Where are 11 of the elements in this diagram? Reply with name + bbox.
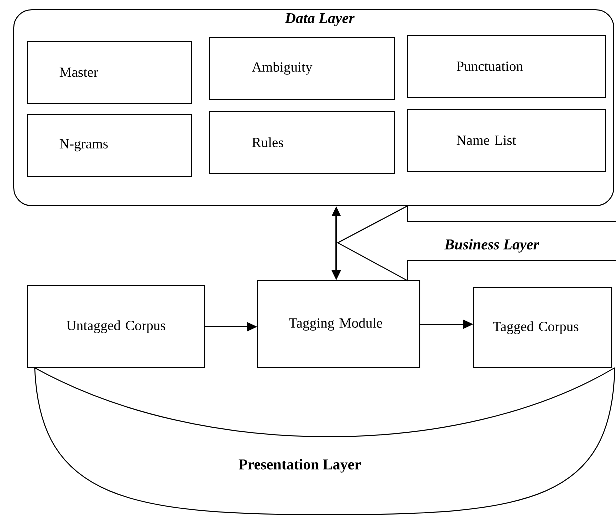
module-box: Tagged Corpus [474,288,612,368]
module-box: Tagging Module [258,280,420,368]
module-box: Punctuation [407,35,606,98]
module-box: Name List [407,109,606,172]
module-box: Ambiguity [209,37,395,100]
module-box: Rules [209,111,395,174]
layer-arrow-band: Business Layer [336,205,616,282]
module-box: N-grams [27,114,192,177]
module-box: Untagged Corpus [28,286,206,368]
module-box: Master [27,41,192,104]
layer-lens: Presentation Layer [34,368,616,515]
